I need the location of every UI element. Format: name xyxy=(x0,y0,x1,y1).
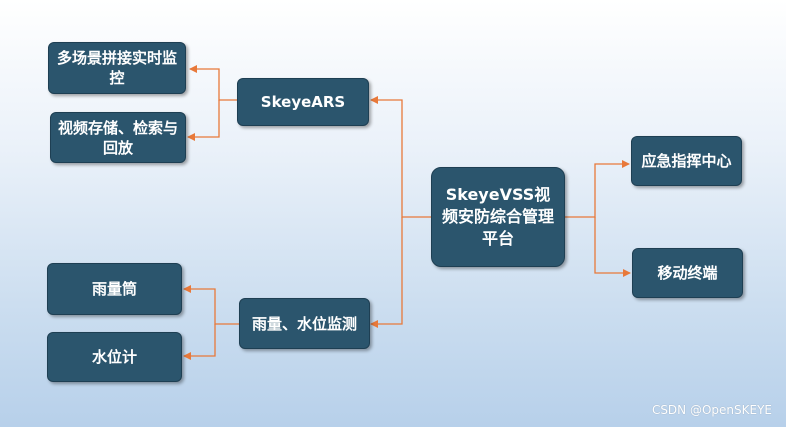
connector-rain-water-to-water-gauge xyxy=(183,324,216,360)
connector-rain-water-to-rain-gauge xyxy=(183,285,239,325)
node-label: 雨量、水位监测 xyxy=(251,314,357,333)
connector-ars-to-multi-scene xyxy=(189,65,237,101)
node-multi-scene-monitoring: 多场景拼接实时监控 xyxy=(48,42,186,94)
connector-center-to-rain-water xyxy=(370,217,403,328)
node-label: 多场景拼接实时监控 xyxy=(56,49,177,87)
connector-center-to-mobile xyxy=(594,217,631,277)
connector-center-to-command xyxy=(565,160,630,218)
node-rain-gauge: 雨量筒 xyxy=(47,263,182,315)
watermark: CSDN @OpenSKEYE xyxy=(651,403,772,417)
connector-center-to-ars xyxy=(370,96,431,218)
node-label: 应急指挥中心 xyxy=(641,152,732,170)
node-label: SkeyeVSS视频安防综合管理平台 xyxy=(441,185,554,248)
node-rain-water-monitoring: 雨量、水位监测 xyxy=(239,298,370,349)
node-label: 视频存储、检索与回放 xyxy=(57,118,178,157)
node-skeye-vss-platform: SkeyeVSS视频安防综合管理平台 xyxy=(431,167,565,267)
node-emergency-command: 应急指挥中心 xyxy=(631,136,742,186)
node-mobile-terminal: 移动终端 xyxy=(632,248,743,298)
node-label: SkeyeARS xyxy=(260,93,346,111)
node-label: 雨量筒 xyxy=(91,280,137,298)
node-water-level-gauge: 水位计 xyxy=(47,332,182,382)
node-label: 移动终端 xyxy=(657,264,718,282)
node-label: 水位计 xyxy=(91,348,137,366)
node-video-storage-playback: 视频存储、检索与回放 xyxy=(50,112,186,163)
node-skeye-ars: SkeyeARS xyxy=(237,78,369,126)
connector-ars-to-storage xyxy=(187,100,220,141)
